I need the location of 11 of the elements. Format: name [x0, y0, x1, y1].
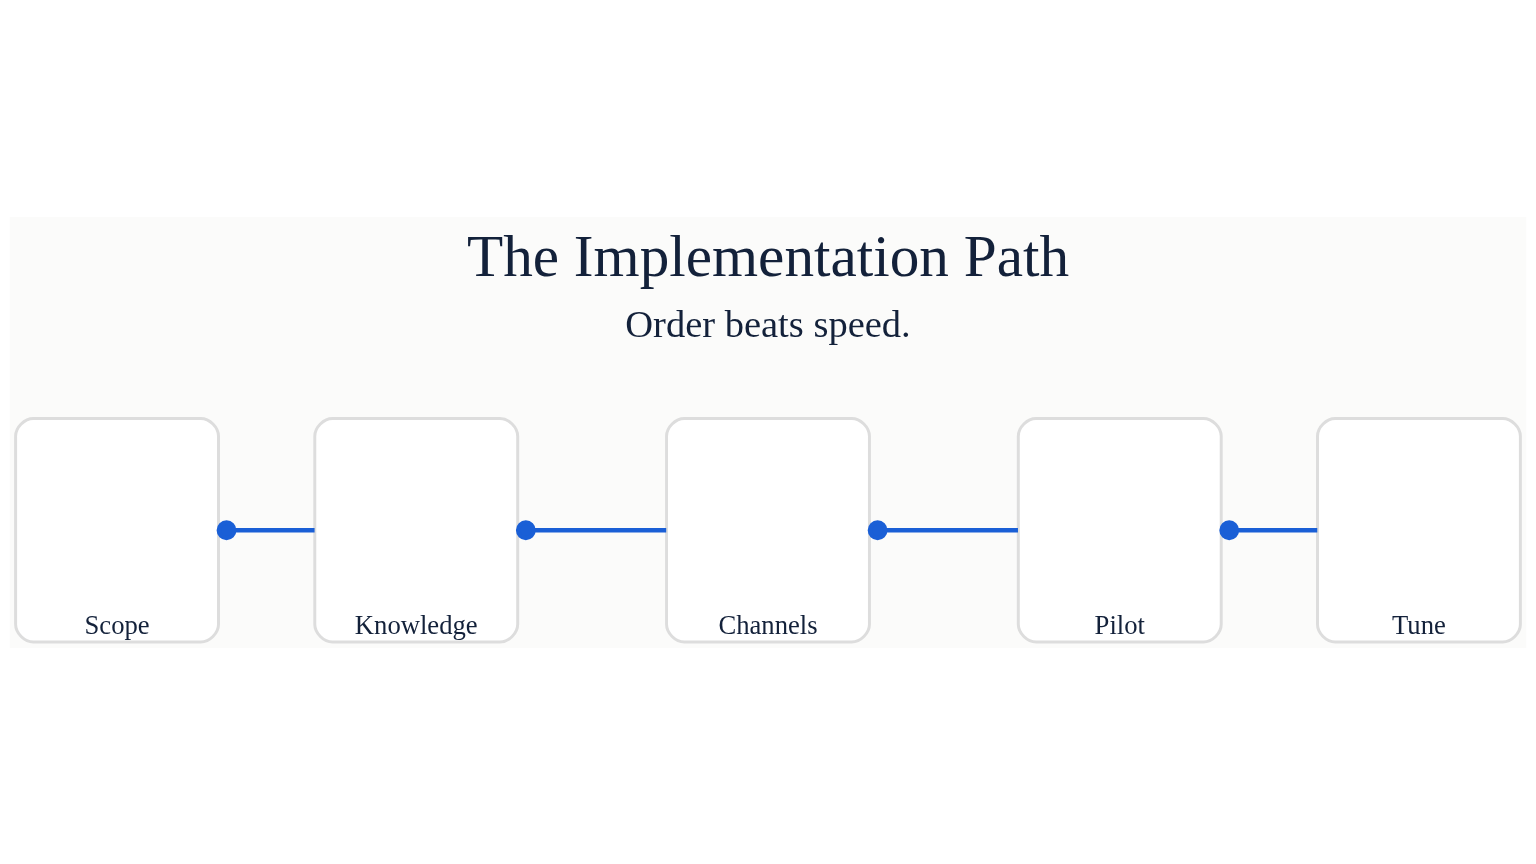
connector — [515, 519, 667, 540]
node-box: Knowledge — [313, 416, 520, 644]
node-box: Channels — [665, 416, 871, 644]
node-box: Scope — [14, 416, 220, 644]
node-box: Pilot — [1016, 416, 1223, 644]
node-box: Tune — [1316, 416, 1522, 644]
connector — [1219, 519, 1318, 540]
connector — [216, 519, 315, 540]
label: Order beats speed. — [625, 302, 911, 345]
connector — [867, 519, 1018, 540]
diagram-title: The Implementation Path — [466, 222, 1070, 289]
